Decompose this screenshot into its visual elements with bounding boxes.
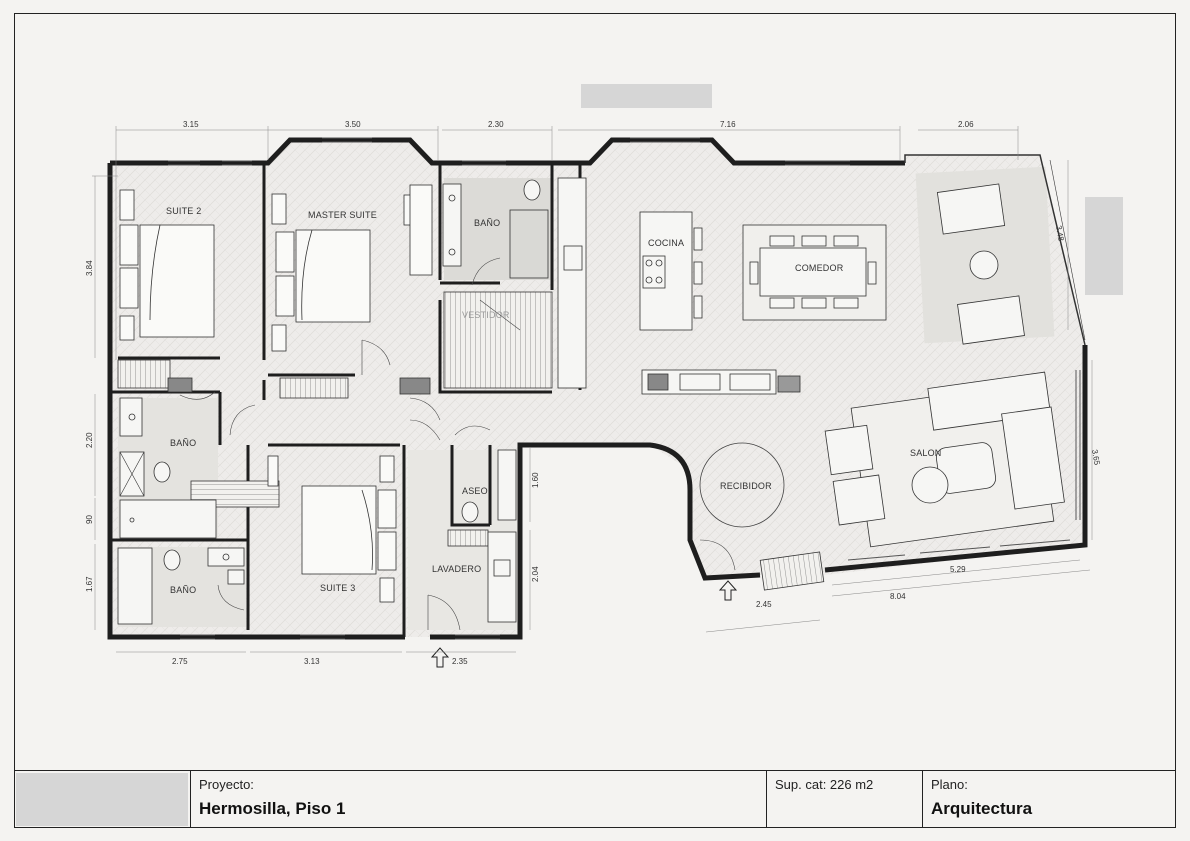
area-cell: Sup. cat: 226 m2 (766, 771, 922, 828)
plan-cell: Plano: Arquitectura (922, 771, 1176, 828)
bano-left-fixtures (119, 397, 217, 539)
project-label: Proyecto: (199, 777, 254, 792)
suite3-bed (267, 455, 397, 603)
room-comedor: COMEDOR (795, 263, 844, 273)
dim-top-5: 2.06 (958, 120, 974, 129)
room-master-suite: MASTER SUITE (308, 210, 377, 220)
room-suite2: SUITE 2 (166, 206, 201, 216)
dim-salon-side: 3.65 (1090, 449, 1102, 466)
lavadero-fixtures (487, 531, 517, 623)
entrance-arrow-icon (718, 580, 738, 601)
room-bano-bottom: BAÑO (170, 585, 196, 595)
title-block: Proyecto: Hermosilla, Piso 1 Sup. cat: 2… (14, 770, 1176, 828)
dining-set (742, 224, 887, 321)
dim-left-2: 2.20 (85, 432, 94, 448)
project-cell: Proyecto: Hermosilla, Piso 1 (190, 771, 766, 828)
aseo-fixtures (461, 449, 517, 523)
room-aseo: ASEO (462, 486, 488, 496)
area-label: Sup. cat: 226 m2 (775, 777, 874, 792)
bano-top-fixtures (442, 179, 549, 279)
plan-label: Plano: (931, 777, 968, 792)
master-bed (271, 184, 433, 352)
stairs-entrance (759, 551, 825, 591)
dim-salon-inner: 5.29 (950, 565, 966, 574)
stairs-vestidor (443, 291, 553, 389)
dim-salon-total: 8.04 (890, 592, 906, 601)
room-suite3: SUITE 3 (320, 583, 355, 593)
plan-value: Arquitectura (931, 799, 1033, 818)
dim-left-3: 90 (85, 515, 94, 524)
dim-top-4: 7.16 (720, 120, 736, 129)
dim-bottom-3: 2.35 (452, 657, 468, 666)
door-swings (179, 257, 736, 631)
room-recibidor: RECIBIDOR (720, 481, 772, 491)
room-lavadero: LAVADERO (432, 564, 481, 574)
side-label-block (1085, 197, 1123, 295)
stairs-suite2 (117, 359, 171, 389)
dim-top-3: 2.30 (488, 120, 504, 129)
top-label-block (581, 84, 712, 108)
dim-terrace-side: 3.48 (1054, 225, 1066, 242)
dim-top-1: 3.15 (183, 120, 199, 129)
room-bano-top: BAÑO (474, 218, 500, 228)
room-vestidor: VESTIDOR (462, 310, 510, 320)
recibidor-rug (699, 442, 785, 528)
dim-bottom-1: 2.75 (172, 657, 188, 666)
project-value: Hermosilla, Piso 1 (199, 799, 346, 818)
room-cocina: COCINA (648, 238, 684, 248)
kitchen-counters (557, 177, 703, 389)
logo-cell (14, 771, 190, 828)
room-bano-left: BAÑO (170, 438, 196, 448)
dim-left-4: 1.67 (85, 576, 94, 592)
stairs-lavadero (447, 529, 489, 547)
sideboard (167, 369, 801, 395)
entry-arrow-icon (430, 647, 450, 668)
dim-bottom-2: 3.13 (304, 657, 320, 666)
dim-left-1: 3.84 (85, 260, 94, 276)
dimension-lines (92, 126, 1093, 653)
dim-recibidor-bottom: 2.45 (756, 600, 772, 609)
dim-top-2: 3.50 (345, 120, 361, 129)
terrace-furniture (904, 154, 1086, 346)
windows (168, 137, 1081, 640)
room-salon: SALON (910, 448, 942, 458)
stairs-master (279, 377, 349, 399)
dim-lavadero-side: 2.04 (531, 566, 540, 582)
bano-bottom-fixtures (117, 547, 245, 625)
suite2-bed (119, 189, 215, 341)
dim-aseo-side: 1.60 (531, 472, 540, 488)
salon-furniture (824, 371, 1065, 548)
